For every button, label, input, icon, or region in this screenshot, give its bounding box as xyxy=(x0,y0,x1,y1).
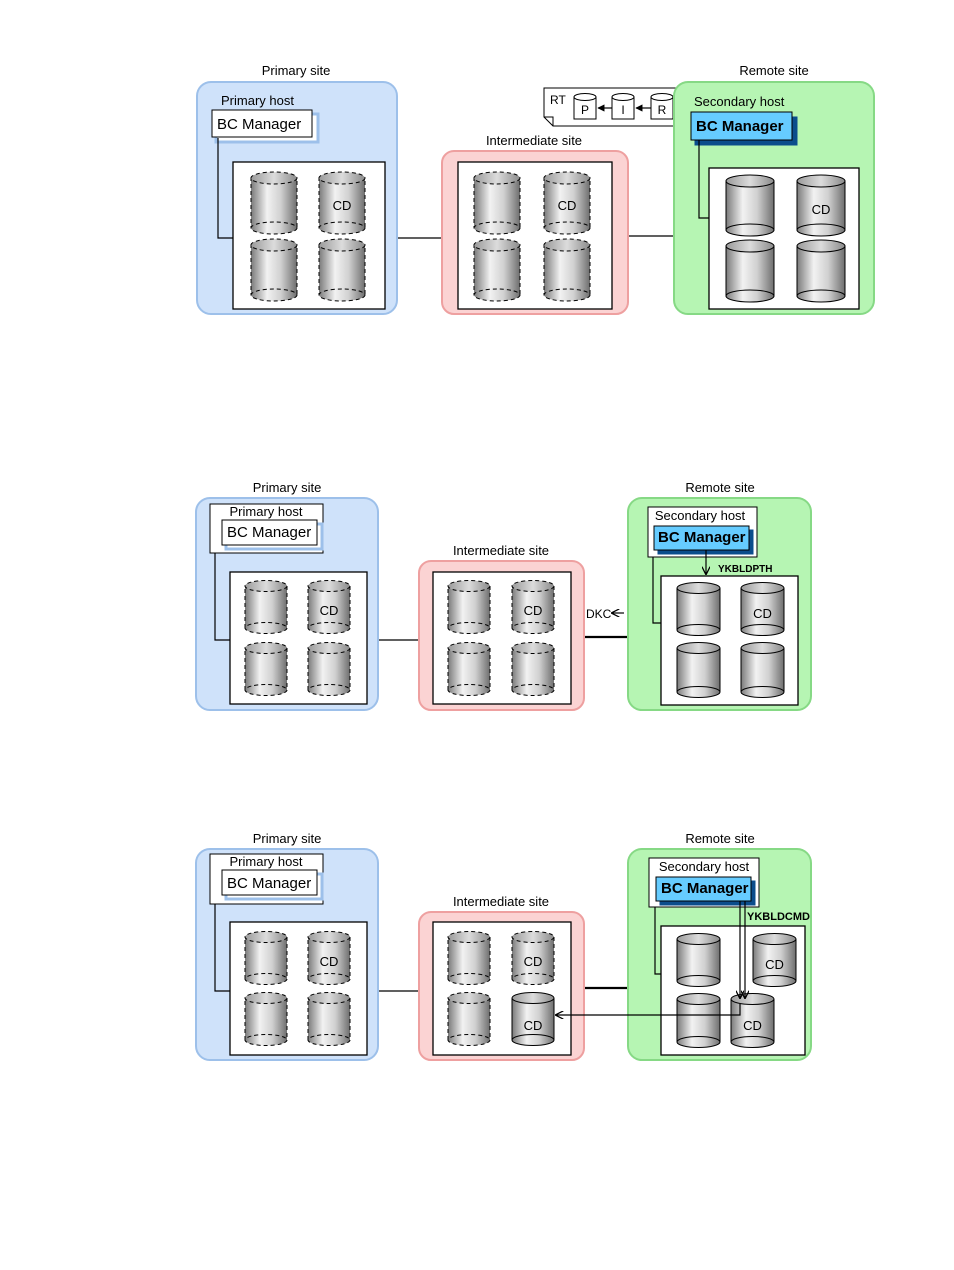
primary-site-label: Primary site xyxy=(253,480,322,495)
bc-manager-label: BC Manager xyxy=(217,116,301,133)
volume-cd-dashed: CD xyxy=(511,580,555,634)
primary-host-label: Primary host xyxy=(230,504,303,519)
route-i-volume: I xyxy=(611,93,635,120)
primary-host-label: Primary host xyxy=(230,854,303,869)
volume-dashed xyxy=(447,931,491,985)
svg-text:R: R xyxy=(658,103,667,117)
bc-manager-box-active: BC Manager xyxy=(655,876,756,906)
bc-manager-label: BC Manager xyxy=(227,875,311,892)
volume-dashed xyxy=(250,171,298,235)
volume-cd-dashed: CD xyxy=(543,171,591,235)
bc-manager-box: BC Manager xyxy=(211,109,320,144)
volume-cd-dashed: CD xyxy=(511,931,555,985)
host-connection xyxy=(654,907,661,975)
route-r-volume: R xyxy=(650,93,674,120)
volume-dashed xyxy=(244,931,288,985)
primary-site-label: Primary site xyxy=(253,831,322,846)
diagram-1: Primary site Primary host BC Manager CD xyxy=(196,63,875,315)
cd-label: CD xyxy=(320,603,339,618)
volume-cd-solid: CD xyxy=(730,993,775,1048)
volume-solid xyxy=(725,239,775,303)
bc-manager-box: BC Manager xyxy=(221,519,324,551)
volume-cd-dashed: CD xyxy=(307,580,351,634)
route-p-volume: P xyxy=(573,93,597,120)
volume-cd-dashed: CD xyxy=(307,931,351,985)
primary-site-label: Primary site xyxy=(262,63,331,78)
bc-manager-label: BC Manager xyxy=(661,880,749,897)
volume-solid xyxy=(725,174,775,237)
bc-manager-label: BC Manager xyxy=(696,118,784,135)
cd-label: CD xyxy=(524,1018,543,1033)
primary-host-label: Primary host xyxy=(221,93,294,108)
volume-dashed xyxy=(473,238,521,302)
host-connection xyxy=(652,557,661,624)
diagram-2: Primary site Primary host BC Manager CD xyxy=(195,480,812,711)
host-connection xyxy=(214,553,230,641)
cd-label: CD xyxy=(558,198,577,213)
volume-solid xyxy=(796,239,846,303)
volume-cd-solid: CD xyxy=(511,992,555,1046)
volume-dashed xyxy=(511,642,555,696)
bc-manager-label: BC Manager xyxy=(658,529,746,546)
volume-dashed xyxy=(307,992,351,1046)
copy-arrow xyxy=(556,1004,741,1015)
svg-text:P: P xyxy=(581,103,589,117)
intermediate-site-label: Intermediate site xyxy=(453,894,549,909)
cd-label: CD xyxy=(743,1018,762,1033)
cd-label: CD xyxy=(765,957,784,972)
volume-solid xyxy=(740,642,785,698)
cd-label: CD xyxy=(753,606,772,621)
volume-dashed xyxy=(307,642,351,696)
cd-label: CD xyxy=(524,603,543,618)
route-rt-label: RT xyxy=(550,93,566,107)
diagram-3: Primary site Primary host BC Manager CD xyxy=(195,831,812,1061)
volume-dashed xyxy=(244,580,288,634)
cd-label: CD xyxy=(524,954,543,969)
bc-manager-box-active: BC Manager xyxy=(690,111,798,146)
volume-dashed xyxy=(244,992,288,1046)
cd-label: CD xyxy=(320,954,339,969)
remote-site-label: Remote site xyxy=(685,480,754,495)
ykbldcmd-label: YKBLDCMD xyxy=(747,911,810,923)
volume-solid xyxy=(676,933,721,987)
bc-manager-box-active: BC Manager xyxy=(653,525,754,555)
volume-solid xyxy=(676,993,721,1048)
host-connection xyxy=(214,904,230,992)
route-legend: RT P I R xyxy=(543,87,685,127)
volume-cd-solid: CD xyxy=(752,933,797,987)
host-connection xyxy=(217,138,233,239)
volume-dashed xyxy=(447,642,491,696)
dkc-label: DKC xyxy=(586,607,612,621)
volume-dashed xyxy=(543,238,591,302)
intermediate-site-label: Intermediate site xyxy=(453,543,549,558)
cd-label: CD xyxy=(333,198,352,213)
volume-solid xyxy=(676,642,721,698)
bc-manager-box: BC Manager xyxy=(221,869,324,901)
host-connection xyxy=(698,140,709,219)
bc-manager-label: BC Manager xyxy=(227,524,311,541)
remote-site-label: Remote site xyxy=(685,831,754,846)
remote-site-label: Remote site xyxy=(739,63,808,78)
volume-dashed xyxy=(318,238,366,302)
volume-cd-solid: CD xyxy=(740,582,785,636)
volume-dashed xyxy=(447,580,491,634)
cd-label: CD xyxy=(812,202,831,217)
volume-dashed xyxy=(244,642,288,696)
secondary-host-label: Secondary host xyxy=(694,94,785,109)
intermediate-site-label: Intermediate site xyxy=(486,133,582,148)
volume-dashed xyxy=(447,992,491,1046)
secondary-host-label: Secondary host xyxy=(659,859,750,874)
volume-solid xyxy=(676,582,721,636)
volume-cd-solid: CD xyxy=(796,174,846,237)
secondary-host-label: Secondary host xyxy=(655,508,746,523)
svg-text:I: I xyxy=(621,103,624,117)
volume-dashed xyxy=(473,171,521,235)
volume-cd-dashed: CD xyxy=(318,171,366,235)
ykbldpth-label: YKBLDPTH xyxy=(718,564,772,575)
volume-dashed xyxy=(250,238,298,302)
